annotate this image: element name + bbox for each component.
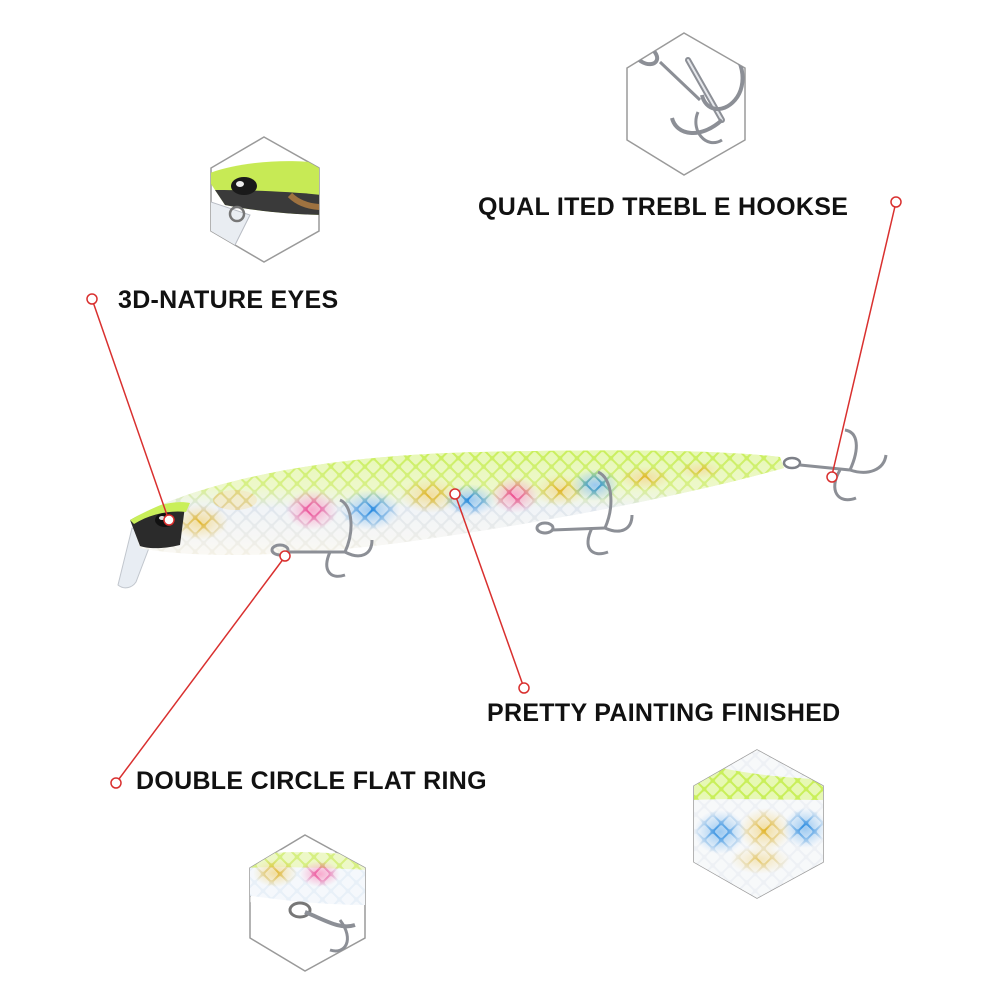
ring-detail-hexagon (249, 834, 366, 972)
callout-ring-label: DOUBLE CIRCLE FLAT RING (136, 767, 487, 795)
hook-detail-hexagon (626, 32, 746, 176)
belly-hook-rear (535, 470, 634, 556)
callout-hooks-label: QUAL ITED TREBL E HOOKSE (478, 193, 849, 221)
tail-hook (799, 428, 888, 502)
fishing-lure (117, 428, 888, 589)
callout-eyes-label: 3D-NATURE EYES (118, 286, 339, 314)
callout-lines (86, 196, 902, 789)
eye-detail-hexagon (210, 136, 320, 263)
scale-pattern-icon (694, 750, 823, 898)
split-ring-icon (250, 850, 365, 953)
callout-painting-label: PRETTY PAINTING FINISHED (487, 699, 841, 727)
paint-detail-hexagon (693, 749, 824, 899)
